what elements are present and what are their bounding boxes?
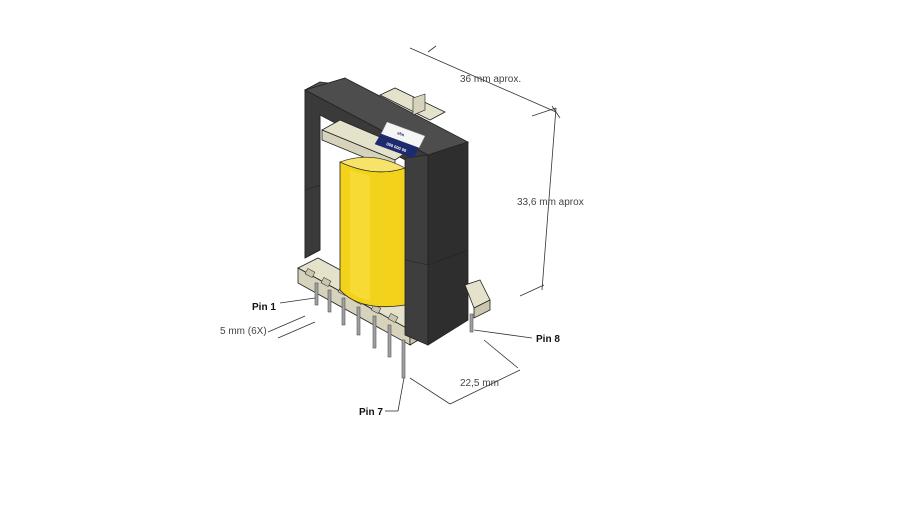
dim-height-text: 33,6 mm aprox [517,197,584,208]
pin-5 [372,315,377,349]
bobbin-base-back [464,279,491,333]
dimension-pitch: 5 mm (6X) [220,315,316,339]
pin-2 [327,289,332,313]
pin-4 [356,306,361,336]
callout-pin-7: Pin 7 [359,377,405,418]
pin-7 [401,339,406,379]
pin-6 [387,324,392,358]
dimension-height: 33,6 mm aprox [517,107,584,297]
core [303,77,470,346]
callout-pin-8: Pin 8 [473,329,560,345]
transformer: elm 000 000 00 [297,77,491,379]
pins-front-row [314,282,406,379]
dim-width-text: 36 mm aprox. [460,74,521,85]
label-brand: elm [397,130,406,137]
pin-8-label: Pin 8 [536,334,560,345]
dimension-depth: 22,5 mm [409,339,521,405]
pin-7-label: Pin 7 [359,407,383,418]
pin-1-label: Pin 1 [252,302,276,313]
pin-3 [341,297,346,326]
pin-1 [314,282,319,306]
dim-pitch-text: 5 mm (6X) [220,326,267,337]
callout-pin-1: Pin 1 [252,297,316,313]
dim-depth-text: 22,5 mm [460,378,499,389]
pin-8 [469,313,474,333]
coil-winding [339,156,406,308]
